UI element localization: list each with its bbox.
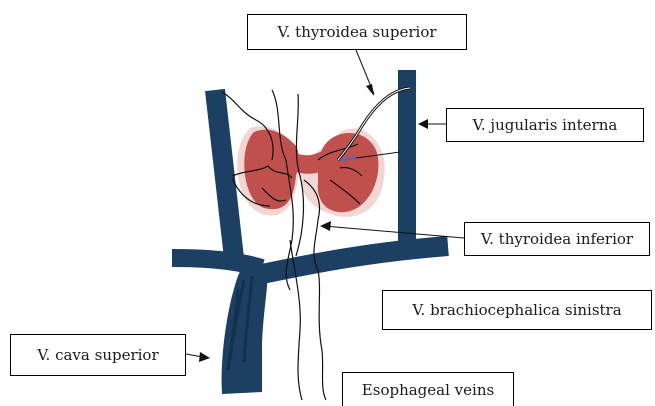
leader-thyroidea-inferior: [324, 226, 464, 238]
label-esophageal-veins: Esophageal veins: [342, 372, 514, 406]
arrow-thyroidea-inferior: [320, 221, 331, 231]
arrow-jugularis-interna: [418, 119, 428, 129]
label-thyroidea-superior: V. thyroidea superior: [247, 14, 467, 50]
label-thyroidea-inferior: V. thyroidea inferior: [464, 222, 650, 256]
arrow-thyroidea-superior: [366, 84, 374, 96]
arrow-cava-superior: [199, 352, 210, 362]
superior-vena-cava: [222, 266, 268, 394]
left-jugular-vein: [215, 90, 234, 258]
label-cava-superior: V. cava superior: [10, 334, 186, 376]
label-jugularis-interna: V. jugularis interna: [446, 108, 644, 142]
label-brachiocephalica-sinistra: V. brachiocephalica sinistra: [382, 290, 652, 330]
thyroid-gland: [237, 126, 385, 217]
